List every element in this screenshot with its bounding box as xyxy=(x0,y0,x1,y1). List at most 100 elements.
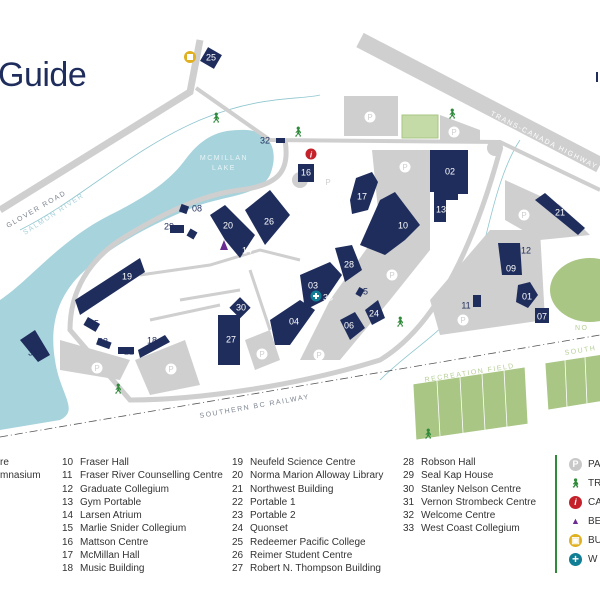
building-16[interactable]: 16 xyxy=(301,167,311,177)
legend-label[interactable]: Mattson Centre xyxy=(80,536,149,548)
legend-label[interactable]: Fraser Hall xyxy=(80,457,129,468)
roads xyxy=(0,32,600,403)
building-25[interactable]: 25 xyxy=(206,52,216,62)
building-26[interactable]: 26 xyxy=(264,216,274,226)
trail-icons: 🚶︎ 🚶︎ 🚶︎ 🚶︎ 🚶︎ 🚶︎ xyxy=(112,108,459,440)
legend-label[interactable]: Welcome Centre xyxy=(421,510,496,522)
building-33[interactable]: 33 xyxy=(323,292,333,302)
legend-label[interactable]: Robert N. Thompson Building xyxy=(250,563,381,575)
building-24[interactable]: 24 xyxy=(369,308,379,318)
building-17[interactable]: 17 xyxy=(357,191,367,201)
building-27[interactable]: 27 xyxy=(226,334,236,344)
building-13[interactable]: 13 xyxy=(436,204,446,214)
legend-label[interactable]: Northwest Building xyxy=(250,483,334,495)
legend-label[interactable]: Fraser River Counselling Centre xyxy=(80,470,223,482)
building-14[interactable]: 14 xyxy=(242,245,252,255)
recreation-field xyxy=(412,354,600,441)
building-19[interactable]: 19 xyxy=(122,271,132,281)
legend-label[interactable]: Larsen Atrium xyxy=(80,510,142,522)
tennis-courts xyxy=(401,114,439,139)
building-01[interactable]: 01 xyxy=(522,291,532,301)
legend-label[interactable]: Vernon Strombeck Centre xyxy=(421,496,537,508)
legend-label[interactable]: Music Building xyxy=(80,563,145,575)
building-06[interactable]: 06 xyxy=(344,320,354,330)
parking-icon: P xyxy=(259,350,264,359)
building-05[interactable]: 05 xyxy=(358,286,368,296)
info-icon: i xyxy=(569,496,582,509)
legend-symbol-parking: P PA xyxy=(569,458,600,471)
building-30[interactable]: 30 xyxy=(236,302,246,312)
legend-label[interactable]: Portable 1 xyxy=(250,496,296,508)
legend-label[interactable]: Graduate Collegium xyxy=(80,483,169,495)
legend-symbol-label: TR xyxy=(588,478,600,490)
building-12[interactable]: 12 xyxy=(521,245,531,255)
health-icon xyxy=(310,290,322,302)
legend-symbol-label: BE xyxy=(588,516,600,528)
legend-label[interactable]: McMillan Hall xyxy=(80,550,140,562)
legend-label[interactable]: Robson Hall xyxy=(421,457,476,468)
building-31[interactable]: 31 xyxy=(28,347,38,357)
legend-number: 11 xyxy=(62,470,73,482)
parking-icon: P xyxy=(325,178,330,187)
legend-number: 26 xyxy=(232,550,244,562)
building-03[interactable]: 03 xyxy=(308,280,318,290)
building-21[interactable]: 21 xyxy=(555,207,565,217)
building-22[interactable]: 22 xyxy=(124,346,134,356)
legend-symbol-label: PA xyxy=(588,459,600,471)
parking-markers: P P P P P P P P P P P xyxy=(91,111,530,375)
building-08[interactable]: 08 xyxy=(192,203,202,213)
legend-number: 12 xyxy=(62,483,74,495)
lake-label-1: MCMILLAN xyxy=(200,155,248,162)
legend-symbol-trail: 🚶︎TR xyxy=(569,477,600,490)
building-29[interactable]: 29 xyxy=(164,221,174,231)
legend-label[interactable]: Marlie Snider Collegium xyxy=(80,523,187,535)
lake-label-2: LAKE xyxy=(212,165,236,172)
legend-symbol-label: W xyxy=(588,554,598,566)
building-20[interactable]: 20 xyxy=(223,220,233,230)
legend-label[interactable]: West Coast Collegium xyxy=(421,523,520,535)
building-18[interactable]: 18 xyxy=(147,335,157,345)
legend-number: 33 xyxy=(403,523,415,535)
legend-label[interactable]: Reimer Student Centre xyxy=(250,550,353,562)
building-11[interactable]: 11 xyxy=(461,300,470,310)
legend-label[interactable]: Quonset xyxy=(250,523,288,535)
legend-number: 17 xyxy=(62,550,74,562)
legend-label[interactable]: Norma Marion Alloway Library xyxy=(250,470,384,482)
legend-divider xyxy=(555,455,557,573)
building-15[interactable]: 15 xyxy=(89,318,99,328)
legend-label[interactable]: Neufeld Science Centre xyxy=(250,457,356,468)
trail-icon: 🚶︎ xyxy=(112,383,125,395)
legend-number: 29 xyxy=(403,470,415,482)
legend-label[interactable]: Gym Portable xyxy=(80,496,142,508)
map-edge-marker xyxy=(596,72,598,82)
legend-number: 14 xyxy=(62,510,74,522)
building-04[interactable]: 04 xyxy=(289,316,299,326)
parking-icon: P xyxy=(389,271,394,280)
legend-label[interactable]: Seal Kap House xyxy=(421,470,494,482)
parking-icon: P xyxy=(569,458,582,471)
building-02[interactable]: 02 xyxy=(445,166,455,176)
building-10[interactable]: 10 xyxy=(398,220,408,230)
legend-number: 21 xyxy=(232,483,244,495)
soccer-field xyxy=(550,258,600,322)
legend-label[interactable]: Portable 2 xyxy=(250,510,296,522)
parking-icon: P xyxy=(451,128,456,137)
legend-label[interactable]: Redeemer Pacific College xyxy=(250,536,366,548)
legend-number: 15 xyxy=(62,523,74,535)
building-23[interactable]: 23 xyxy=(98,336,108,346)
legend-number: 30 xyxy=(403,483,415,495)
building-28[interactable]: 28 xyxy=(344,259,354,269)
trail-icon: 🚶︎ xyxy=(210,112,223,124)
legend-label[interactable]: Stanley Nelson Centre xyxy=(421,483,522,495)
health-icon: + xyxy=(569,553,582,566)
bell-icon: ▲ xyxy=(571,516,580,526)
building-09[interactable]: 09 xyxy=(506,263,516,273)
trail-icon: 🚶︎ xyxy=(394,316,407,328)
building-32[interactable]: 32 xyxy=(260,135,270,145)
parking-icon: P xyxy=(367,113,372,122)
parking-icon: P xyxy=(94,364,99,373)
campus-map[interactable]: MCMILLAN LAKE SALMON RIVER GLOVER ROAD T… xyxy=(0,0,600,450)
building-07[interactable]: 07 xyxy=(537,311,547,321)
trail-icon: 🚶︎ xyxy=(422,428,435,440)
